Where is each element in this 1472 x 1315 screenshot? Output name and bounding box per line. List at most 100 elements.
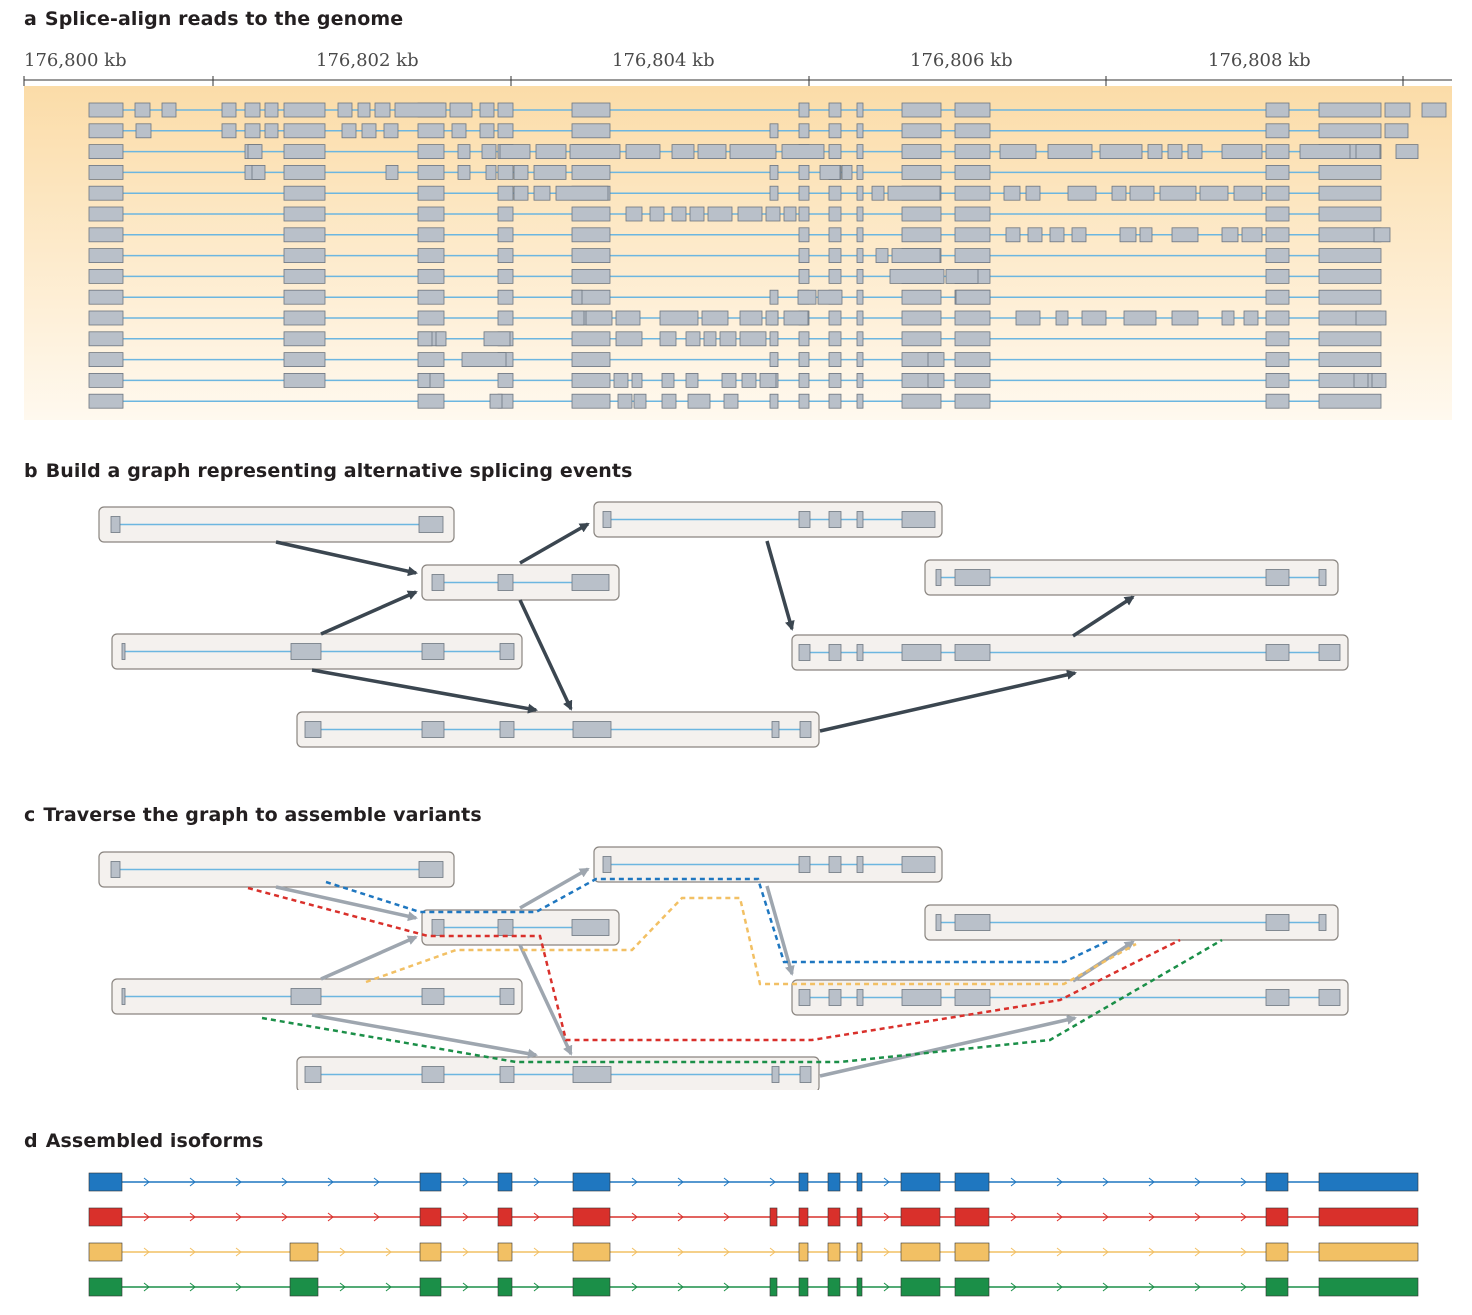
read-exon-block bbox=[798, 206, 810, 222]
read-exon-block bbox=[817, 289, 843, 305]
node-exon bbox=[290, 643, 322, 660]
read-exon-block bbox=[781, 144, 825, 160]
traversal-path-red bbox=[247, 886, 1181, 1042]
read-exon-block bbox=[499, 144, 531, 160]
read-exon-block bbox=[571, 372, 611, 388]
intron-direction-chevron bbox=[339, 1282, 346, 1292]
read-exon-block bbox=[625, 206, 643, 222]
node-exon bbox=[798, 856, 811, 873]
read-exon-block bbox=[513, 164, 529, 180]
read-exon-block bbox=[769, 331, 779, 347]
read-exon-block bbox=[451, 123, 467, 139]
node-exon bbox=[799, 721, 812, 738]
read-exon-block bbox=[417, 372, 431, 388]
read-exon-block bbox=[901, 393, 942, 409]
read-exon-block bbox=[1241, 227, 1263, 243]
read-exon-block bbox=[901, 144, 942, 160]
read-exon-block bbox=[1055, 310, 1069, 326]
read-exon-block bbox=[661, 372, 675, 388]
read-exon-block bbox=[283, 206, 326, 222]
read-exon-block bbox=[1003, 185, 1021, 201]
intron-direction-chevron bbox=[1148, 1177, 1155, 1187]
node-exon bbox=[602, 511, 612, 528]
read-exon-block bbox=[457, 144, 471, 160]
node-exon bbox=[856, 511, 864, 528]
intron-direction-chevron bbox=[723, 1247, 730, 1257]
read-exon-block bbox=[1265, 123, 1290, 139]
intron-direction-chevron bbox=[1056, 1282, 1063, 1292]
intron-direction-chevron bbox=[631, 1247, 638, 1257]
node-exon bbox=[954, 989, 991, 1006]
intron-direction-chevron bbox=[1102, 1177, 1109, 1187]
intron-direction-chevron bbox=[1102, 1282, 1109, 1292]
read-exon-block bbox=[856, 164, 864, 180]
read-exon-block bbox=[533, 164, 567, 180]
graph-edge-arrow bbox=[819, 669, 1077, 733]
read-exon-block bbox=[571, 352, 611, 368]
node-exon bbox=[828, 989, 842, 1006]
isoform-exon bbox=[900, 1277, 941, 1297]
read-exon-block bbox=[1265, 268, 1290, 284]
read-exon-block bbox=[1139, 227, 1153, 243]
read-exon-block bbox=[417, 248, 445, 264]
read-exon-block bbox=[88, 310, 124, 326]
read-exon-block bbox=[954, 227, 991, 243]
read-exon-block bbox=[1265, 164, 1290, 180]
read-exon-block bbox=[927, 352, 945, 368]
read-exon-block bbox=[856, 144, 864, 160]
read-exon-block bbox=[798, 185, 810, 201]
read-exon-block bbox=[283, 248, 326, 264]
node-exon bbox=[121, 643, 126, 660]
read-exon-block bbox=[954, 185, 991, 201]
read-exon-block bbox=[535, 144, 567, 160]
intron-direction-chevron bbox=[1102, 1247, 1109, 1257]
read-exon-block bbox=[901, 164, 942, 180]
isoform-exon bbox=[798, 1277, 809, 1297]
read-exon-block bbox=[571, 206, 611, 222]
read-exon-block bbox=[769, 289, 779, 305]
node-2 bbox=[421, 909, 620, 946]
read-exon-block bbox=[88, 227, 124, 243]
intron-direction-chevron bbox=[1056, 1247, 1063, 1257]
intron-direction-chevron bbox=[327, 1212, 334, 1222]
node-exon bbox=[572, 721, 612, 738]
read-exon-block bbox=[954, 123, 991, 139]
read-exon-block bbox=[283, 144, 326, 160]
read-exon-block bbox=[659, 331, 677, 347]
node-5 bbox=[111, 978, 523, 1015]
read-exon-block bbox=[513, 185, 529, 201]
read-exon-block bbox=[841, 164, 853, 180]
isoform-exon bbox=[497, 1172, 513, 1192]
intron-direction-chevron bbox=[385, 1282, 392, 1292]
read-exon-block bbox=[891, 248, 941, 264]
read-exon-block bbox=[1265, 102, 1290, 118]
isoform-blue bbox=[88, 1172, 1419, 1192]
node-7 bbox=[296, 711, 820, 748]
read-exon-block bbox=[783, 310, 809, 326]
read-exon-block bbox=[417, 393, 445, 409]
read-exon-block bbox=[1265, 289, 1290, 305]
isoform-exon bbox=[856, 1172, 863, 1192]
intron-direction-chevron bbox=[1194, 1177, 1201, 1187]
intron-direction-chevron bbox=[281, 1212, 288, 1222]
read-exon-block bbox=[1265, 248, 1290, 264]
read-exon-block bbox=[856, 185, 864, 201]
node-exon bbox=[421, 1066, 445, 1083]
isoform-exon bbox=[88, 1242, 123, 1262]
node-3 bbox=[593, 501, 943, 538]
read-exon-block bbox=[385, 164, 399, 180]
read-exon-block bbox=[247, 144, 263, 160]
read-exon-block bbox=[1005, 227, 1021, 243]
intron-direction-chevron bbox=[1010, 1177, 1017, 1187]
isoform-exon bbox=[289, 1277, 319, 1297]
node-exon bbox=[602, 856, 612, 873]
graph-edge-arrow bbox=[311, 1013, 538, 1059]
intron-direction-chevron bbox=[235, 1282, 242, 1292]
read-exon-block bbox=[1171, 227, 1199, 243]
read-exon-block bbox=[88, 185, 124, 201]
intron-direction-chevron bbox=[533, 1177, 540, 1187]
read-exon-block bbox=[497, 310, 514, 326]
intron-direction-chevron bbox=[1056, 1212, 1063, 1222]
read-exon-block bbox=[954, 372, 991, 388]
read-exon-block bbox=[1395, 144, 1419, 160]
